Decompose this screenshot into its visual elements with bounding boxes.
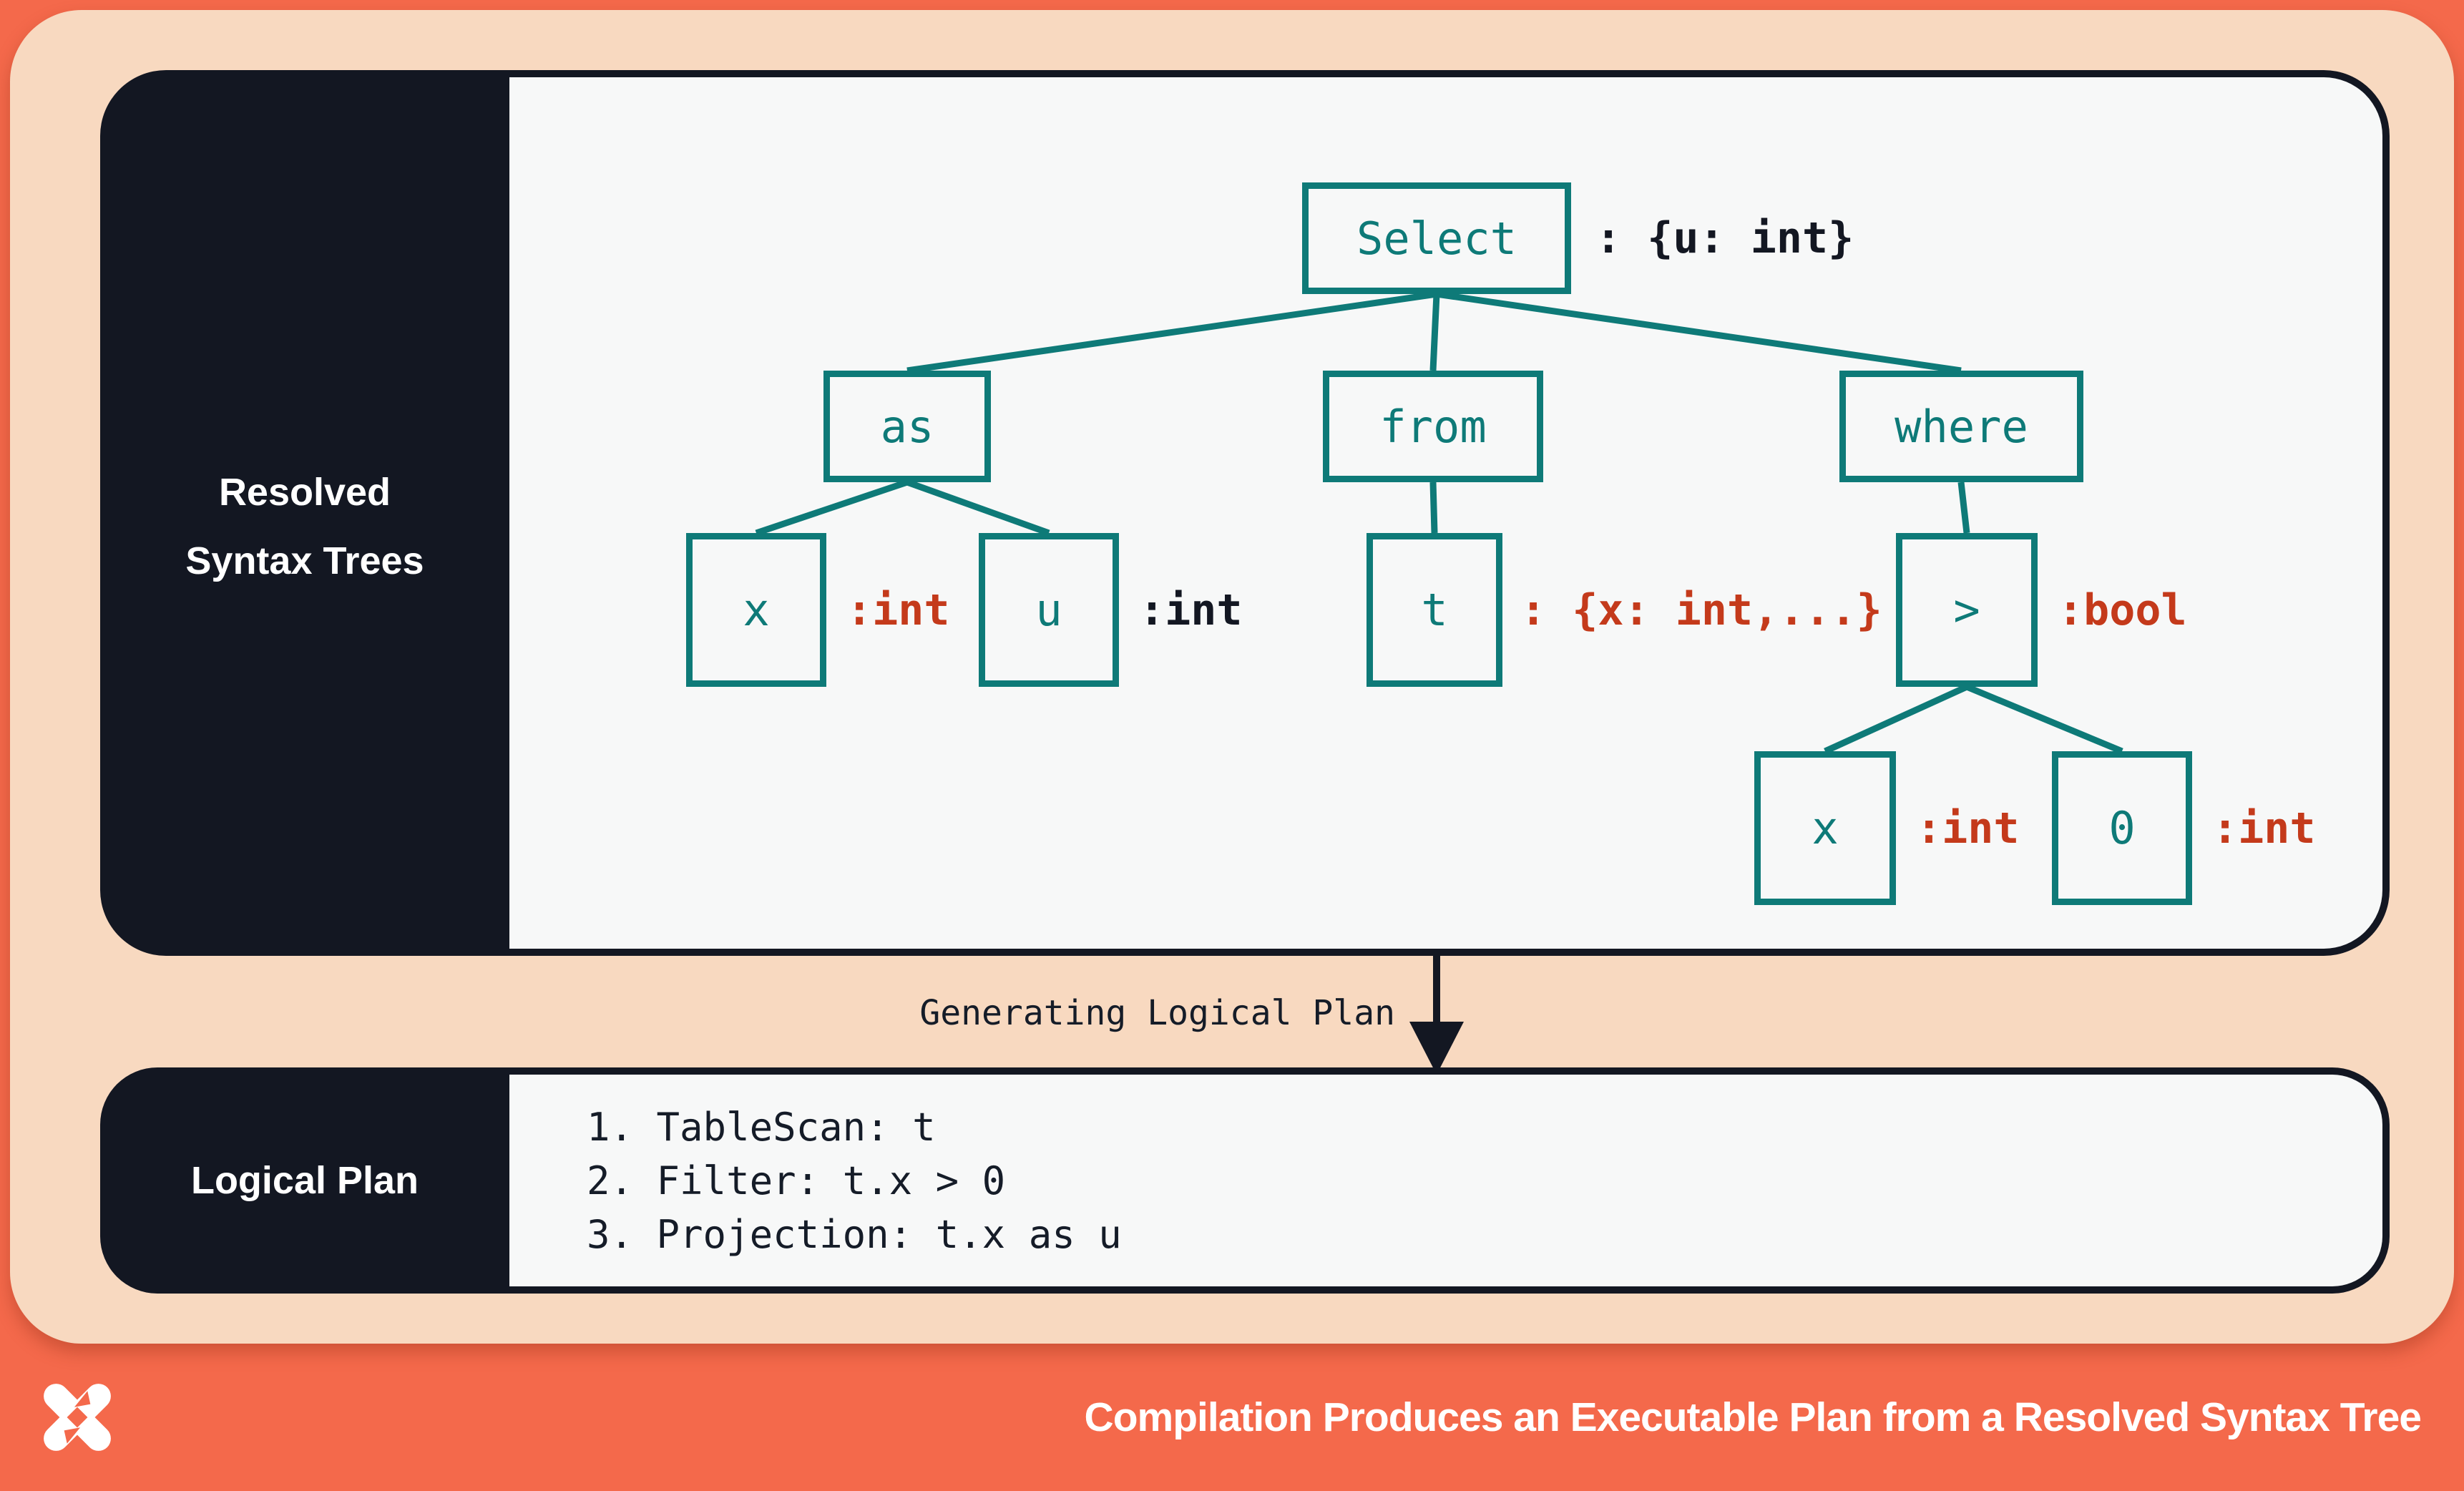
card2-title: Logical Plan [190,1159,419,1202]
dolt-pinwheel-logo-icon [44,1384,111,1451]
plan-step-3: 3. Projection: t.x as u [587,1212,1122,1257]
card1-title: Resolved Syntax Trees [100,458,509,595]
node-label: t [1421,584,1448,636]
tree-node-from: from [1323,371,1543,482]
plan-step-1: 1. TableScan: t [587,1105,936,1150]
card1-title-line2: Syntax Trees [185,539,424,582]
footer-band: Compilation Produces an Executable Plan … [0,1344,2464,1491]
tree-node-x-alias: x [686,533,826,687]
type-annotation-x-operand: :int [1916,803,2020,854]
tree-edges [755,290,2123,755]
type-annotation-t-table: : {x: int,...} [1520,585,1882,635]
node-label: Select [1356,212,1517,265]
type-annotation-zero: :int [2212,803,2316,854]
tree-node-x-operand: x [1754,751,1896,905]
card1-title-line1: Resolved [218,471,391,514]
down-arrow-line [1433,956,1440,1027]
node-label: where [1895,400,2028,453]
node-label: from [1379,400,1487,453]
plan-step-2: 2. Filter: t.x > 0 [587,1158,1006,1203]
logical-plan-card: Logical Plan 1. TableScan: t 2. Filter: … [100,1067,2390,1294]
tree-node-as: as [823,371,991,482]
type-annotation-select: : {u: int} [1595,213,1854,263]
tree-node-u-alias: u [979,533,1119,687]
down-arrow-head-icon [1409,1022,1464,1075]
logical-plan-area [509,1075,2382,1286]
tree-node-t-table: t [1367,533,1502,687]
tree-node-greater-than: > [1896,533,2038,687]
tree-node-select: Select [1302,182,1571,294]
node-label: > [1953,584,1980,636]
type-annotation-u-alias: :int [1139,585,1243,635]
type-annotation-x-alias: :int [846,585,950,635]
type-annotation-greater-than: :bool [2058,585,2187,635]
node-label: 0 [2108,802,2136,854]
node-label: x [743,584,770,636]
generating-logical-plan-label: Generating Logical Plan [919,993,1395,1033]
tree-node-where: where [1839,371,2083,482]
footer-title: Compilation Produces an Executable Plan … [1084,1394,2422,1440]
resolved-syntax-trees-card: Resolved Syntax Trees Select : {u: int} … [100,70,2390,956]
node-label: u [1035,584,1062,636]
node-label: x [1812,802,1839,854]
node-label: as [880,400,934,453]
tree-node-zero: 0 [2052,751,2192,905]
